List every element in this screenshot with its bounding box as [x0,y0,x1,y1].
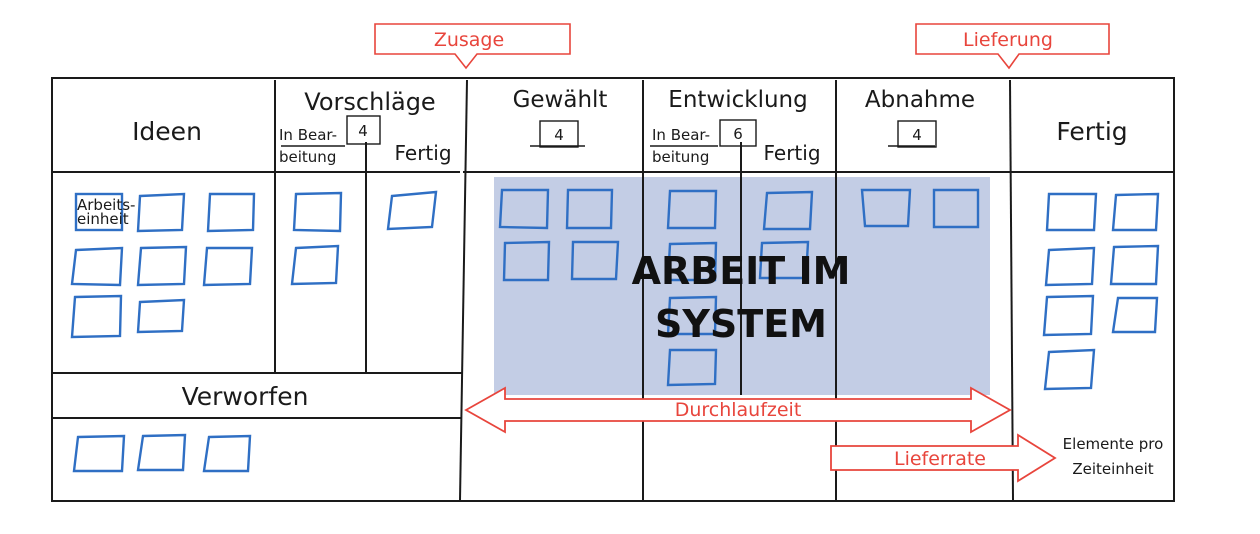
throughput-note-line2: Zeiteinheit [1072,460,1153,478]
work-item-card [1111,296,1159,334]
work-item-card [1109,244,1160,286]
work-in-system-line2: SYSTEM [655,302,827,346]
work-item-card [70,294,123,339]
work-item-card [1045,192,1098,232]
lead-time-label: Durchlaufzeit [675,399,802,421]
selected-wip-limit: 4 [554,126,564,144]
work-item-card [498,188,550,230]
delivery-callout [915,23,1110,70]
work-item-card [136,245,188,287]
column-title-ideas: Ideen [132,117,202,146]
work-item-card [70,246,124,287]
work-item-card [666,241,718,282]
throughput-note-line1: Elemente pro [1063,435,1164,453]
work-item-card [136,433,187,472]
column-title-proposals: Vorschläge [304,88,435,116]
work-item-card [136,192,186,233]
development-in-progress-line1: In Bear- [652,126,710,144]
work-item-label-line2: einheit [77,210,129,228]
work-item-card [1044,246,1096,287]
work-item-label-line1: Arbeits- [77,196,135,214]
development-wip-box [719,119,757,147]
lead-time-arrow [464,386,1012,434]
work-item-card [570,240,620,281]
proposals-wip-box [346,115,381,145]
commitment-label: Zusage [434,29,504,51]
selected-wip-box [539,120,579,148]
throughput-label: Lieferrate [894,448,986,470]
work-item-card [1111,192,1160,232]
acceptance-wip-limit: 4 [912,126,922,144]
work-item-card [290,244,340,286]
work-item-card [762,190,814,231]
work-item-card [1042,294,1095,337]
divider-proposals-selected [459,79,468,501]
work-item-card [386,190,438,231]
work-item-card [1043,348,1096,391]
work-item-card [565,188,614,230]
work-item-card [136,298,186,334]
work-item-card [758,240,810,280]
board-frame [51,77,1175,502]
column-title-selected: Gewählt [513,87,608,113]
work-item-card [292,191,343,233]
work-item-card [860,188,912,228]
work-item-card [72,434,126,473]
throughput-arrow [830,433,1057,483]
work-in-system-line1: ARBEIT IM [632,249,851,293]
work-item-card [666,348,718,387]
work-item-card [206,192,256,233]
proposals-wip-limit: 4 [358,122,368,140]
work-item-card [666,295,718,336]
work-item-card [502,240,551,282]
work-item-card [666,189,718,230]
commitment-callout [374,23,571,70]
column-title-development: Entwicklung [668,87,807,113]
delivery-label: Lieferung [963,29,1053,51]
column-title-rejected: Verworfen [182,382,309,411]
divider-acceptance-done [1009,79,1014,501]
work-item-card [202,246,254,287]
proposals-in-progress-line2: beitung [279,148,336,166]
proposals-in-progress-line1: In Bear- [279,126,337,144]
development-done-label: Fertig [763,141,820,165]
development-wip-limit: 6 [733,125,743,143]
work-item-card [74,192,124,232]
column-title-acceptance: Abnahme [865,87,975,113]
proposals-done-label: Fertig [394,141,451,165]
development-in-progress-line2: beitung [652,148,709,166]
column-title-done: Fertig [1056,117,1127,146]
work-item-card [932,188,980,229]
acceptance-wip-box [897,120,937,148]
work-item-card [202,434,252,473]
